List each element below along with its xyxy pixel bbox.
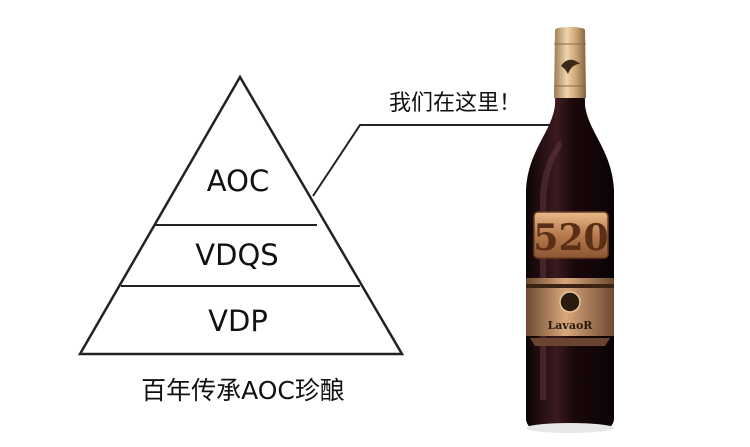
pyramid-caption: 百年传承AOC珍酿 bbox=[141, 376, 345, 405]
callout: 我们在这里！ bbox=[312, 91, 551, 197]
capsule-emblem-icon bbox=[561, 59, 580, 74]
bottle-brand: LavaoR bbox=[548, 319, 594, 332]
callout-text: 我们在这里！ bbox=[389, 91, 521, 116]
badge-plate bbox=[533, 211, 609, 259]
badge-number: 520 bbox=[533, 217, 608, 259]
label-crest-icon bbox=[559, 291, 581, 313]
quality-pyramid: AOC VDQS VDP bbox=[77, 74, 405, 356]
callout-leader-line bbox=[312, 124, 551, 197]
pyramid-outline bbox=[77, 74, 405, 356]
tier-label-vdqs: VDQS bbox=[195, 238, 278, 272]
bottle-shadow bbox=[526, 423, 614, 433]
tier-label-aoc: AOC bbox=[207, 164, 269, 198]
wine-bottle: 520 LavaoR bbox=[526, 27, 614, 433]
label-stripe-top bbox=[526, 284, 614, 288]
label-bottom-trim bbox=[530, 338, 610, 346]
tier-label-vdp: VDP bbox=[208, 304, 268, 338]
